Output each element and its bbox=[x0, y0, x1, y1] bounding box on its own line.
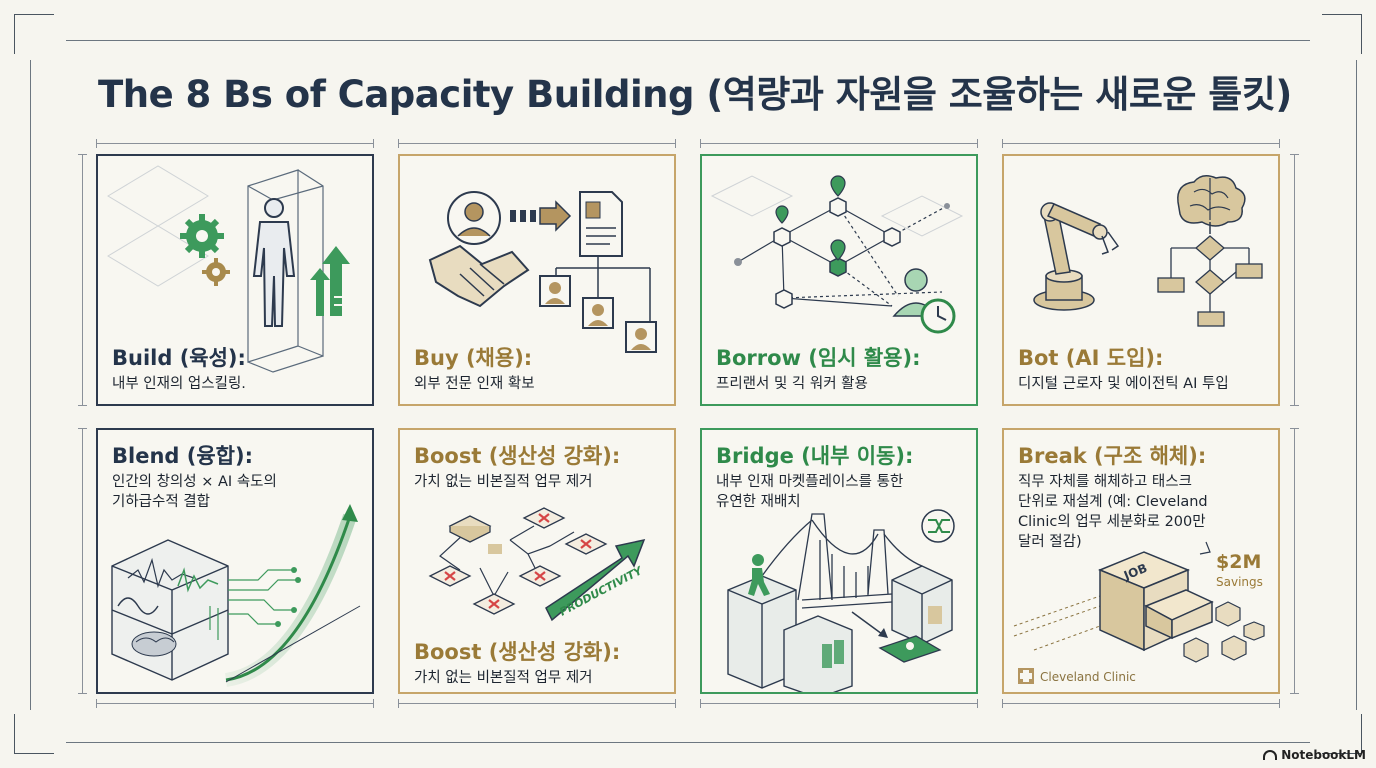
card-description: 프리랜서 및 긱 워커 활용 bbox=[716, 376, 868, 392]
dimension-line bbox=[78, 428, 87, 694]
card-buy: Buy (채용): 외부 전문 인재 확보 bbox=[398, 154, 676, 406]
frame-left-line bbox=[30, 60, 31, 710]
card-description: 직무 자체를 해체하고 태스크 bbox=[1018, 474, 1192, 490]
circuit-lines bbox=[209, 569, 298, 640]
card-title: Borrow (임시 활용): bbox=[716, 346, 921, 370]
borrow-illustration bbox=[710, 175, 964, 334]
card-title: Build (육성): bbox=[112, 346, 246, 370]
profile-card-icon bbox=[582, 297, 614, 329]
bridge-illustration bbox=[727, 509, 955, 692]
task-cube-icon bbox=[1183, 601, 1265, 663]
dimension-line bbox=[398, 699, 676, 708]
dimension-line bbox=[1002, 139, 1280, 148]
dimension-line bbox=[1290, 154, 1299, 406]
gear-icon bbox=[180, 214, 224, 258]
bot-illustration bbox=[1033, 175, 1263, 327]
card-bot: Bot (AI 도입): 디지털 근로자 및 에이전틱 AI 투입 bbox=[1002, 154, 1280, 406]
frame-bottom-line bbox=[66, 742, 1310, 743]
map-pin-icon bbox=[775, 175, 846, 261]
card-title: Buy (채용): bbox=[414, 346, 533, 370]
frame-corner-tl bbox=[14, 14, 54, 54]
card-description: 디지털 근로자 및 에이전틱 AI 투입 bbox=[1018, 376, 1229, 392]
buy-illustration bbox=[428, 191, 657, 353]
card-description: 달러 절감) bbox=[1018, 534, 1082, 550]
profile-card-icon bbox=[625, 321, 657, 353]
job-box-icon bbox=[1098, 551, 1214, 652]
card-boost: Boost (생산성 강화): 가치 없는 비본질적 업무 제거 PRODUCT… bbox=[398, 428, 676, 694]
dimension-line bbox=[700, 139, 978, 148]
card-title: Boost (생산성 강화): bbox=[414, 444, 621, 468]
remove-x-icon bbox=[444, 513, 592, 609]
card-title: Break (구조 해체): bbox=[1018, 444, 1207, 468]
notebooklm-brand: NotebookLM bbox=[1263, 748, 1366, 762]
card-title: Blend (융합): bbox=[112, 444, 253, 468]
build-illustration bbox=[107, 165, 350, 373]
profile-card-icon bbox=[539, 275, 571, 307]
break-illustration: JOB $2M Savings Cleveland Clinic bbox=[1013, 541, 1265, 684]
savings-value: $2M bbox=[1216, 551, 1261, 573]
card-title-repeat: Boost (생산성 강화): bbox=[414, 640, 621, 664]
frame-corner-br bbox=[1322, 714, 1362, 754]
profile-card-icon bbox=[878, 635, 942, 663]
card-blend: Blend (융합): 인간의 창의성 × AI 속도의 기하급수적 결합 bbox=[96, 428, 374, 694]
cleveland-clinic-logo bbox=[1018, 668, 1034, 684]
card-build: Build (육성): 내부 인재의 업스킬링. bbox=[96, 154, 374, 406]
card-borrow: Borrow (임시 활용): 프리랜서 및 긱 워커 활용 bbox=[700, 154, 978, 406]
savings-label: Savings bbox=[1216, 575, 1263, 589]
frame-top-line bbox=[66, 40, 1310, 41]
frame-corner-bl bbox=[14, 714, 54, 754]
card-description: 기하급수적 결합 bbox=[112, 494, 210, 510]
arrow-up-icon bbox=[310, 246, 350, 316]
brand-text: NotebookLM bbox=[1281, 748, 1366, 762]
card-description-repeat: 가치 없는 비본질적 업무 제거 bbox=[414, 670, 593, 686]
card-description: 유연한 재배치 bbox=[716, 494, 801, 510]
card-description: Clinic의 업무 세분화로 200만 bbox=[1018, 514, 1206, 530]
card-description: 외부 전문 인재 확보 bbox=[414, 376, 535, 392]
cleveland-clinic-text: Cleveland Clinic bbox=[1040, 670, 1136, 684]
card-description: 인간의 창의성 × AI 속도의 bbox=[112, 474, 277, 490]
card-bridge: Bridge (내부 이동): 내부 인재 마켓플레이스를 통한 유연한 재배치 bbox=[700, 428, 978, 694]
notebooklm-logo-icon bbox=[1263, 750, 1278, 760]
brain-icon bbox=[1177, 175, 1246, 234]
card-title: Bot (AI 도입): bbox=[1018, 346, 1164, 370]
bridge-icon bbox=[761, 513, 923, 609]
freelancer-clock-icon bbox=[892, 268, 956, 334]
card-description: 가치 없는 비본질적 업무 제거 bbox=[414, 474, 593, 490]
frame-corner-tr bbox=[1322, 14, 1362, 54]
dimension-line bbox=[78, 154, 87, 406]
frame-right-line bbox=[1356, 60, 1357, 710]
dimension-line bbox=[96, 699, 374, 708]
dimension-line bbox=[1002, 699, 1280, 708]
boost-illustration: PRODUCTIVITY bbox=[428, 507, 645, 622]
card-description: 내부 인재 마켓플레이스를 통한 bbox=[716, 474, 904, 490]
dimension-line bbox=[96, 139, 374, 148]
walking-person-icon bbox=[748, 554, 770, 596]
dimension-line bbox=[398, 139, 676, 148]
card-description: 내부 인재의 업스킬링. bbox=[112, 376, 246, 392]
flowchart-icon bbox=[1157, 235, 1263, 327]
page-title: The 8 Bs of Capacity Building (역량과 자원을 조… bbox=[98, 73, 1292, 116]
blend-illustration bbox=[111, 504, 361, 687]
card-break: Break (구조 해체): 직무 자체를 해체하고 태스크 단위로 재설계 (… bbox=[1002, 428, 1280, 694]
robot-arm-icon bbox=[1033, 202, 1120, 311]
dimension-line bbox=[700, 699, 978, 708]
card-description: 단위로 재설계 (예: Cleveland bbox=[1018, 494, 1208, 510]
card-title: Bridge (내부 이동): bbox=[716, 444, 914, 468]
gear-icon bbox=[202, 258, 230, 286]
shuffle-icon bbox=[921, 509, 955, 543]
dimension-line bbox=[1290, 428, 1299, 694]
